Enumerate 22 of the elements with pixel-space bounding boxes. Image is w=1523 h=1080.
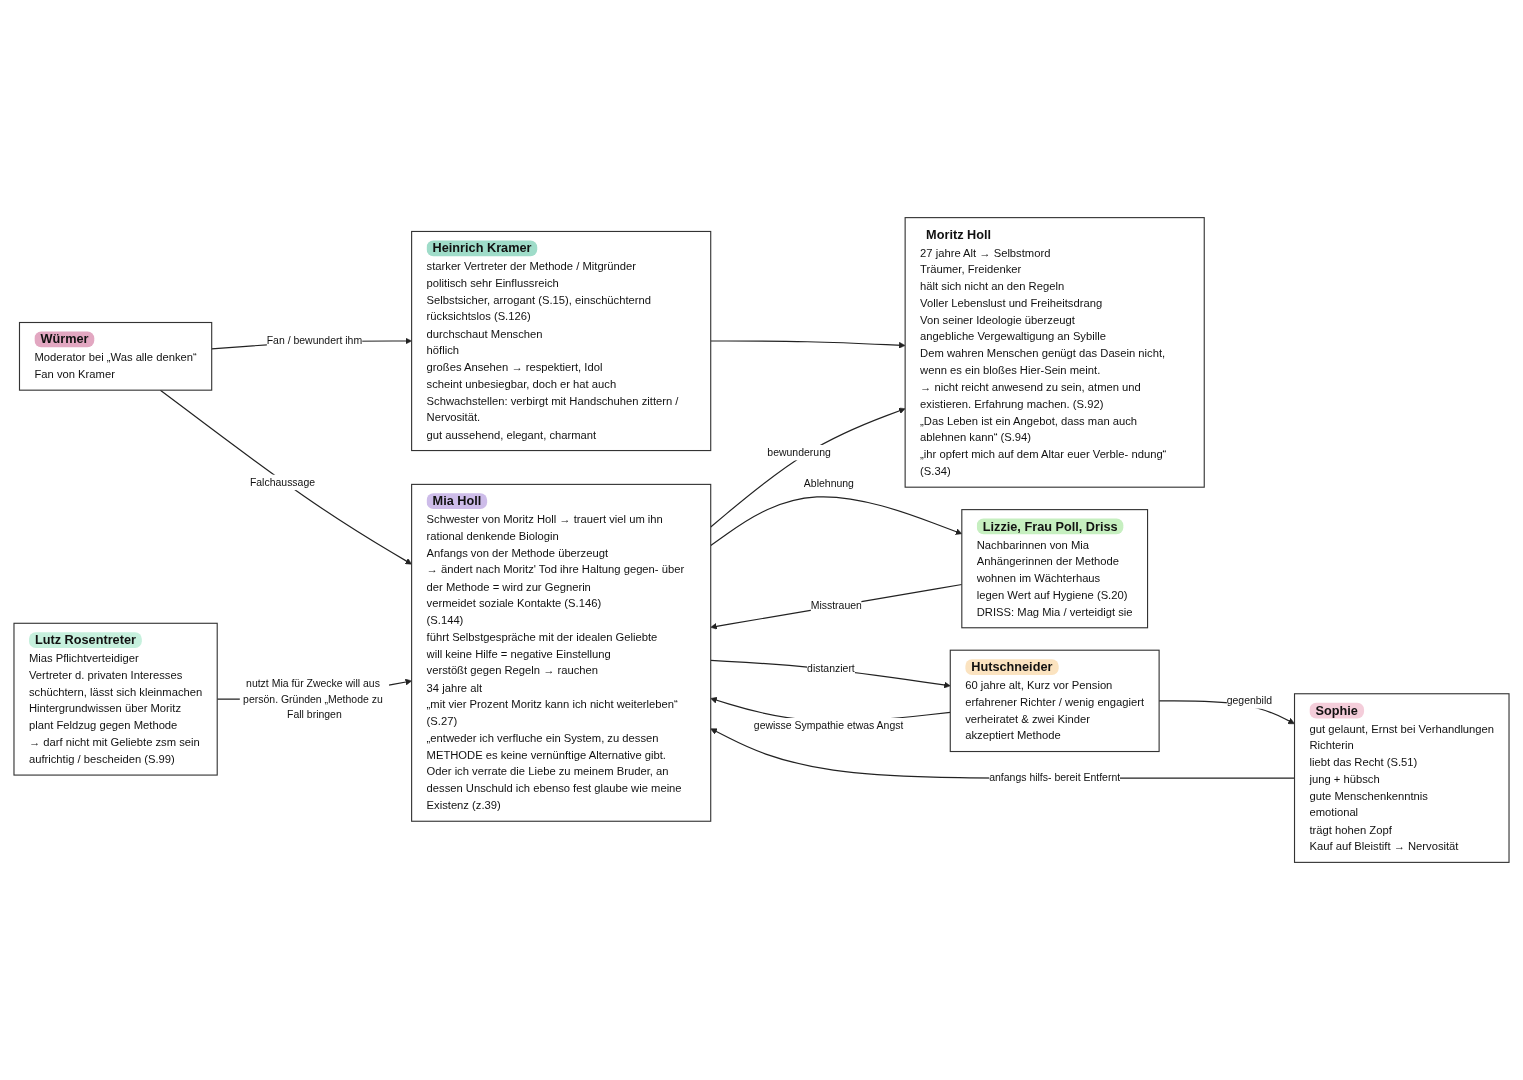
arrow — [710, 340, 906, 349]
arrow — [159, 389, 412, 565]
edge-label: Misstrauen — [810, 599, 862, 612]
arrow — [710, 407, 906, 528]
node-box: Moritz Holl 27 jahre Alt → Selbstmord Träumer, Freidenker hält sich nicht an den Regeln Voller Lebenslust und Freiheitsdrang Von seiner Ideologie überzeugt angebliche Vergewaltigung an Sybille Dem wahren Menschen genügt das Dasein nicht, wenn es ein bloßes Hier-Sein meint. → nicht reicht anwesend zu sein, atmen und existieren. Erfahrung machen. (S.92) „Das Leben ist ein Angebot, dass man auch ablehnen kann“ (S.94) „ihr opfert mich auf dem Altar euer Verble- ndung“ (S.34) — [904, 217, 1205, 488]
node-box: Würmer Moderator bei „Was alle denken“ Fan von Kramer — [18, 321, 213, 391]
edge-label: anfangs hilfs- bereit Entfernt — [989, 771, 1121, 784]
node-box: Hutschneider 60 jahre alt, Kurz vor Pension erfahrener Richter / wenig engagiert verheiratet & zwei Kinder akzeptiert Methode — [949, 649, 1160, 753]
edge-label: bewunderung — [767, 446, 831, 459]
edge-label: Ablehnung — [803, 477, 854, 490]
node-box: Lutz Rosentreter Mias Pflichtverteidiger Vertreter d. privaten Interesses schüchtern, lässt sich kleinmachen Hintergrundwissen über Moritz plant Feldzug gegen Methode → darf nicht mit Geliebte zsm sein aufrichtig / bescheiden (S.99) — [13, 622, 218, 776]
edge-label: Fan / bewundert ihm — [266, 334, 363, 347]
node-box: Mia Holl Schwester von Moritz Holl → trauert viel um ihn rational denkende Biologin Anfangs von der Methode überzeugt → ändert nach Moritz' Tod ihre Haltung gegen- über der Methode = wird zur Gegnerin vermeidet soziale Kontakte (S.146) (S.144) führt Selbstgespräche mit der idealen Geliebte will keine Hilfe = negative Einstellung verstößt gegen Regeln → rauchen 34 jahre alt „mit vier Prozent Moritz kann ich nicht weiterleben“ (S.27) „entweder ich verfluche ein System, zu dessen METHODE es keine vernünftige Alternative gibt. Oder ich verrate die Liebe zu meinem Bruder, an dessen Unschuld ich ebenso fest glaube wie meine Existenz (z.39) — [411, 483, 712, 822]
edge-label: nutzt Mia für Zwecke will aus persön. Gründen „Methode zu Fall bringen — [243, 677, 383, 721]
edge-label: distanziert — [807, 662, 855, 675]
edge-label: Falchaussage — [249, 476, 316, 489]
node-box: Sophie gut gelaunt, Ernst bei Verhandlungen Richterin liebt das Recht (S.51) jung + hübsch gute Menschenkenntnis emotional trägt hohen Zopf Kauf auf Bleistift → Nervosität — [1293, 693, 1510, 863]
arrow — [710, 659, 951, 689]
edge-label: gegenbild — [1226, 694, 1273, 707]
node-box: Heinrich Kramer starker Vertreter der Methode / Mitgründer politisch sehr Einflussreich Selbstsicher, arrogant (S.15), einschüchternd rücksichtslos (S.126) durchschaut Menschen höflich großes Ansehen → respektiert, Idol scheint unbesiegbar, doch er hat auch Schwachstellen: verbirgt mit Handschuhen zittern / Nervosität. gut aussehend, elegant, charmant — [411, 230, 712, 452]
node-box: Lizzie, Frau Poll, Driss Nachbarinnen von Mia Anhängerinnen der Methode wohnen im Wächterhaus legen Wert auf Hygiene (S.20) DRISS: Mag Mia / verteidigt sie — [961, 509, 1149, 629]
edge-label: gewisse Sympathie etwas Angst — [753, 719, 904, 732]
